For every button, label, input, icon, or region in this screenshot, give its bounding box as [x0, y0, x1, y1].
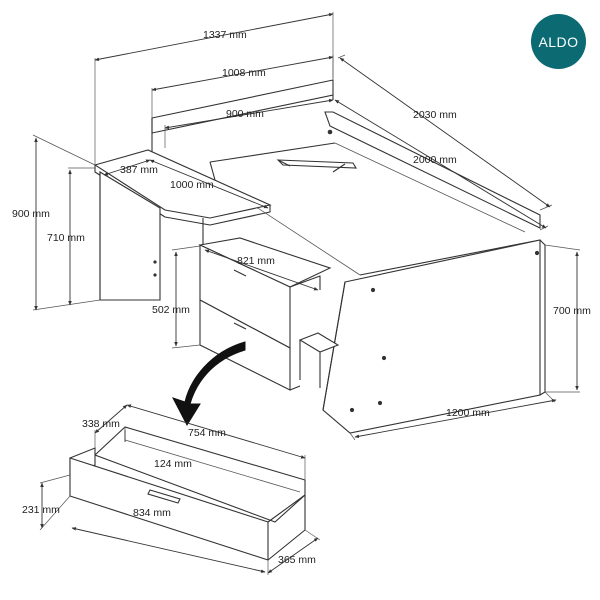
- label-drawer-length: 834 mm: [133, 507, 171, 519]
- label-desk-depth: 387 mm: [120, 164, 158, 176]
- label-bed-width: 1200 mm: [446, 407, 490, 419]
- label-mattress-length: 2000 mm: [413, 154, 457, 166]
- label-bed-height: 700 mm: [553, 305, 591, 317]
- label-drawer-depth-outer: 338 mm: [82, 418, 120, 430]
- dim-line-1000: [149, 159, 269, 209]
- dim-line-1200: [354, 398, 557, 439]
- dim-line-754: [126, 404, 306, 459]
- label-cabinet-height: 502 mm: [152, 304, 190, 316]
- label-drawer-length-inner: 754 mm: [188, 427, 226, 439]
- dim-line-1008: [151, 55, 334, 92]
- label-cabinet-width: 821 mm: [237, 255, 275, 267]
- label-total-width: 1337 mm: [203, 29, 247, 41]
- label-desk-width: 1000 mm: [170, 179, 214, 191]
- dim-line-834: [71, 527, 266, 573]
- label-inner-width: 900 mm: [226, 108, 264, 120]
- dim-line-387: [103, 159, 151, 176]
- dim-line-1337: [94, 13, 334, 61]
- dim-line-338: [94, 404, 128, 434]
- dimension-labels: 1337 mm 1008 mm 900 mm 2030 mm 2000 mm 3…: [12, 29, 591, 566]
- label-total-height: 900 mm: [12, 208, 50, 220]
- bed-drawing: [93, 79, 546, 434]
- dim-line-2000: [334, 99, 547, 229]
- label-drawer-depth: 365 mm: [278, 554, 316, 566]
- dimension-lines: [34, 13, 579, 574]
- label-desk-height: 710 mm: [47, 232, 85, 244]
- dim-line-365: [267, 537, 319, 574]
- label-bed-length: 2030 mm: [413, 109, 457, 121]
- dim-line-821: [204, 249, 319, 291]
- label-drawer-height: 231 mm: [22, 504, 60, 516]
- drawer-arrow: [171, 341, 246, 427]
- drawer-drawing: [69, 426, 306, 561]
- dim-line-900w: [164, 98, 334, 130]
- label-drawer-height-inner: 124 mm: [154, 458, 192, 470]
- label-headboard-width: 1008 mm: [222, 67, 266, 79]
